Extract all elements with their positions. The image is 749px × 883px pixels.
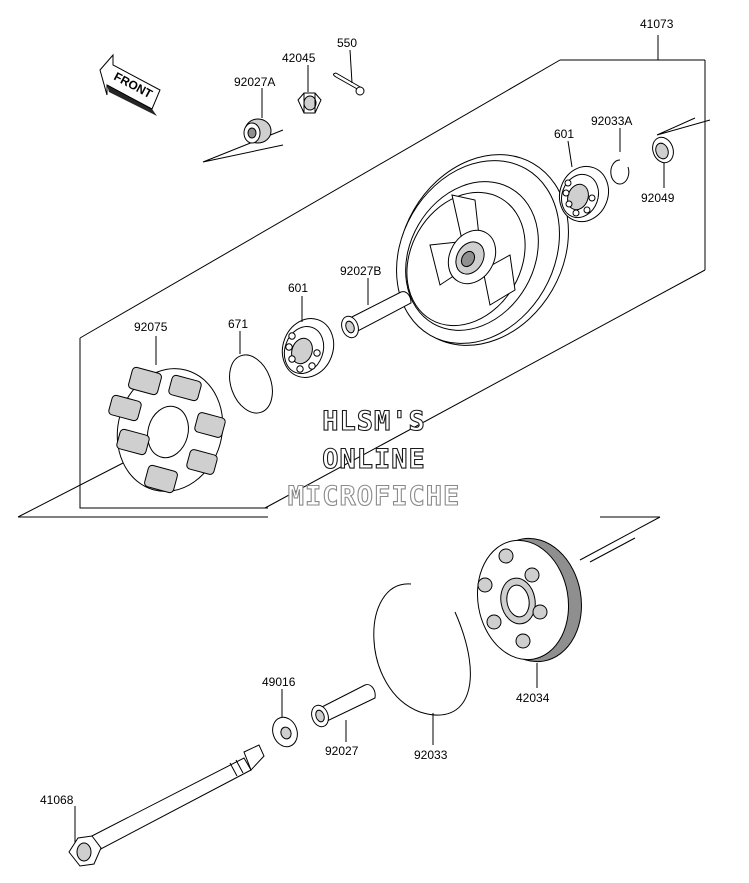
- label-92027: 92027: [325, 744, 359, 758]
- label-92049: 92049: [641, 191, 675, 205]
- part-41068-axle: [68, 744, 265, 867]
- label-92027b: 92027B: [340, 264, 381, 278]
- leader-lines: [74, 49, 665, 843]
- part-49016-washer: [272, 716, 298, 748]
- part-92033-circlip: [373, 583, 471, 716]
- label-671: 671: [228, 317, 248, 331]
- watermark-line-1: HLSM'S: [322, 406, 426, 437]
- part-42045-nut: [297, 92, 322, 114]
- part-601-bearing-mid: [281, 318, 335, 378]
- assembly-outline: [17, 35, 711, 563]
- watermark-line-2: ONLINE: [322, 444, 426, 475]
- watermark: HLSM'S ONLINE MICROFICHE: [287, 405, 461, 512]
- part-92027-collar: [311, 684, 376, 728]
- part-671-o-ring: [229, 354, 273, 414]
- label-92075: 92075: [134, 320, 168, 334]
- label-550: 550: [337, 36, 357, 50]
- part-92027a-collar: [243, 118, 272, 144]
- part-92049-seal: [652, 136, 674, 164]
- label-42045: 42045: [282, 51, 316, 65]
- part-92033a-circlip: [610, 159, 630, 185]
- label-42034: 42034: [516, 691, 550, 705]
- watermark-line-3: MICROFICHE: [288, 481, 461, 512]
- label-92027a: 92027A: [234, 75, 275, 89]
- front-arrow: FRONT: [99, 53, 161, 116]
- part-92075-damper: [108, 366, 226, 494]
- label-92033: 92033: [414, 748, 448, 762]
- part-601-bearing-top: [558, 165, 610, 223]
- label-41068: 41068: [40, 793, 74, 807]
- wheel-41073: [396, 154, 569, 346]
- label-92033a: 92033A: [591, 114, 632, 128]
- label-41073: 41073: [640, 17, 674, 31]
- label-601-mid: 601: [288, 281, 308, 295]
- part-92027b-spacer: [341, 291, 412, 339]
- part-42034-sprocket-hub: [476, 537, 582, 663]
- part-labels: 41073 550 42045 92027A 601 92033A 92049 …: [40, 17, 675, 807]
- label-49016: 49016: [262, 675, 296, 689]
- label-601-top: 601: [554, 127, 574, 141]
- part-550-cotter-pin: [333, 72, 365, 96]
